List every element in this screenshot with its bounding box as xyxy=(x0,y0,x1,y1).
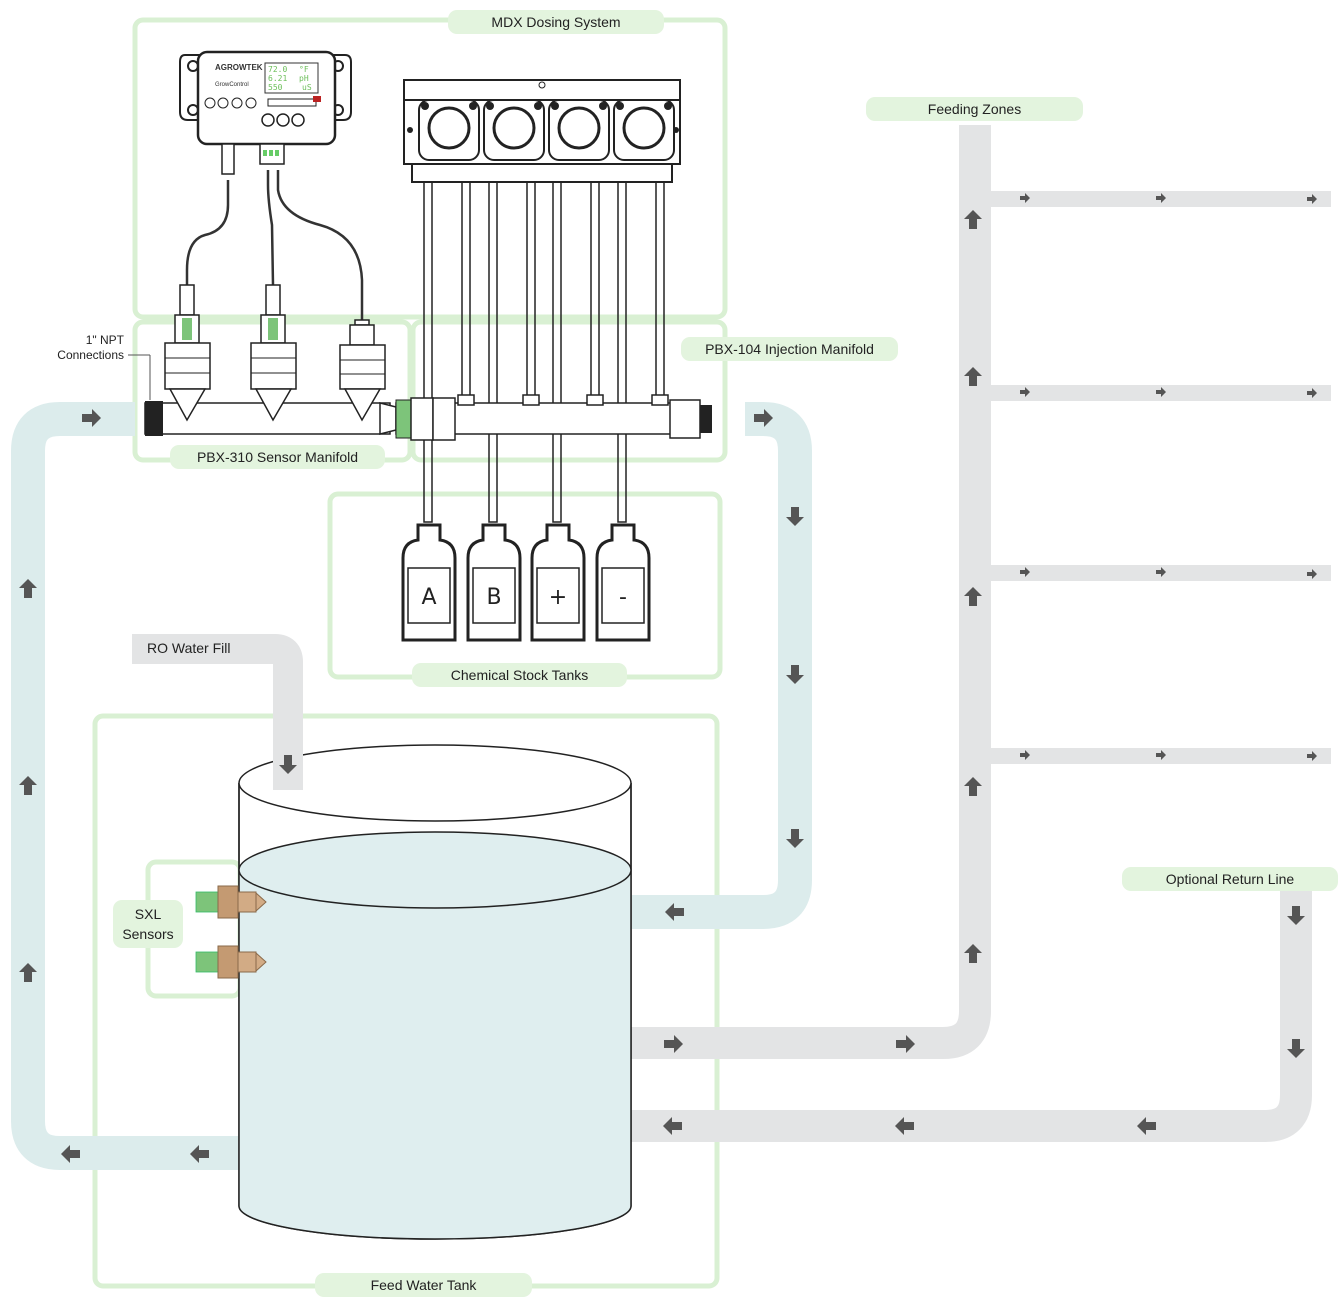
sensor-cables xyxy=(185,170,364,320)
svg-text:72.0: 72.0 xyxy=(268,65,287,74)
sensor-fitting-3 xyxy=(339,319,386,422)
stock-tanks-group-outline xyxy=(327,491,723,680)
pbx-310-label: PBX-310 Sensor Manifold xyxy=(170,445,385,469)
tank-top xyxy=(238,744,632,822)
controller-model: GrowControl xyxy=(215,82,249,88)
optional-return-line-label: Optional Return Line xyxy=(1122,867,1338,891)
chemical-stock-tanks-label: Chemical Stock Tanks xyxy=(412,663,627,687)
pbx-310-sensor-manifold xyxy=(128,284,397,436)
dosing-tubes xyxy=(423,181,665,523)
injection-manifold-group-outline xyxy=(410,319,728,463)
svg-text:pH: pH xyxy=(299,74,309,83)
ro-fill-pipe xyxy=(132,634,303,790)
stock-tank-a xyxy=(401,523,457,642)
stock-tank-plus xyxy=(530,523,586,642)
feeding-zones-main-pipe xyxy=(630,125,991,1059)
feed-water-tank xyxy=(238,744,632,1240)
sensor-fitting-2 xyxy=(250,284,297,422)
feed-water-tank-label: Feed Water Tank xyxy=(315,1273,532,1297)
pbx-104-injection-manifold xyxy=(395,394,712,441)
ro-water-fill-label: RO Water Fill xyxy=(147,640,231,656)
tank-letter: B xyxy=(486,585,501,610)
svg-text:6.21: 6.21 xyxy=(268,74,287,83)
pbx-104-label: PBX-104 Injection Manifold xyxy=(681,337,898,361)
water-surface xyxy=(238,831,632,909)
return-line-pipe xyxy=(630,890,1312,1142)
controller-brand: AGROWTEK xyxy=(215,63,263,72)
sxl-sensor-2 xyxy=(195,945,267,979)
sensor-fitting-1 xyxy=(164,284,211,422)
tank-to-sensor-pipe xyxy=(11,402,238,1170)
svg-text:uS: uS xyxy=(302,83,312,92)
tank-letter: A xyxy=(421,585,436,610)
mdx-dosing-system-label: MDX Dosing System xyxy=(448,10,664,34)
npt-connections-note: 1" NPT Connections xyxy=(57,333,124,362)
sxl-sensors-label: SXL Sensors xyxy=(113,900,183,948)
svg-text:°F: °F xyxy=(299,65,309,74)
mdx-group-outline xyxy=(132,17,728,320)
sxl-sensor-1 xyxy=(195,885,267,919)
growcontrol-controller: AGROWTEK GrowControl 72.0 °F 6.21 pH 550… xyxy=(179,50,352,175)
svg-text:550: 550 xyxy=(268,83,283,92)
grey-pipes xyxy=(132,125,1331,1142)
stock-tank-b xyxy=(466,523,522,642)
stock-tank-letters: A B + - xyxy=(421,585,627,610)
water-volume xyxy=(239,870,631,1239)
tank-letter: + xyxy=(549,585,567,610)
tank-letter: - xyxy=(619,585,627,610)
peristaltic-pump-head xyxy=(403,79,681,183)
feeding-zones-label: Feeding Zones xyxy=(866,97,1083,121)
stock-tank-minus xyxy=(595,523,651,642)
